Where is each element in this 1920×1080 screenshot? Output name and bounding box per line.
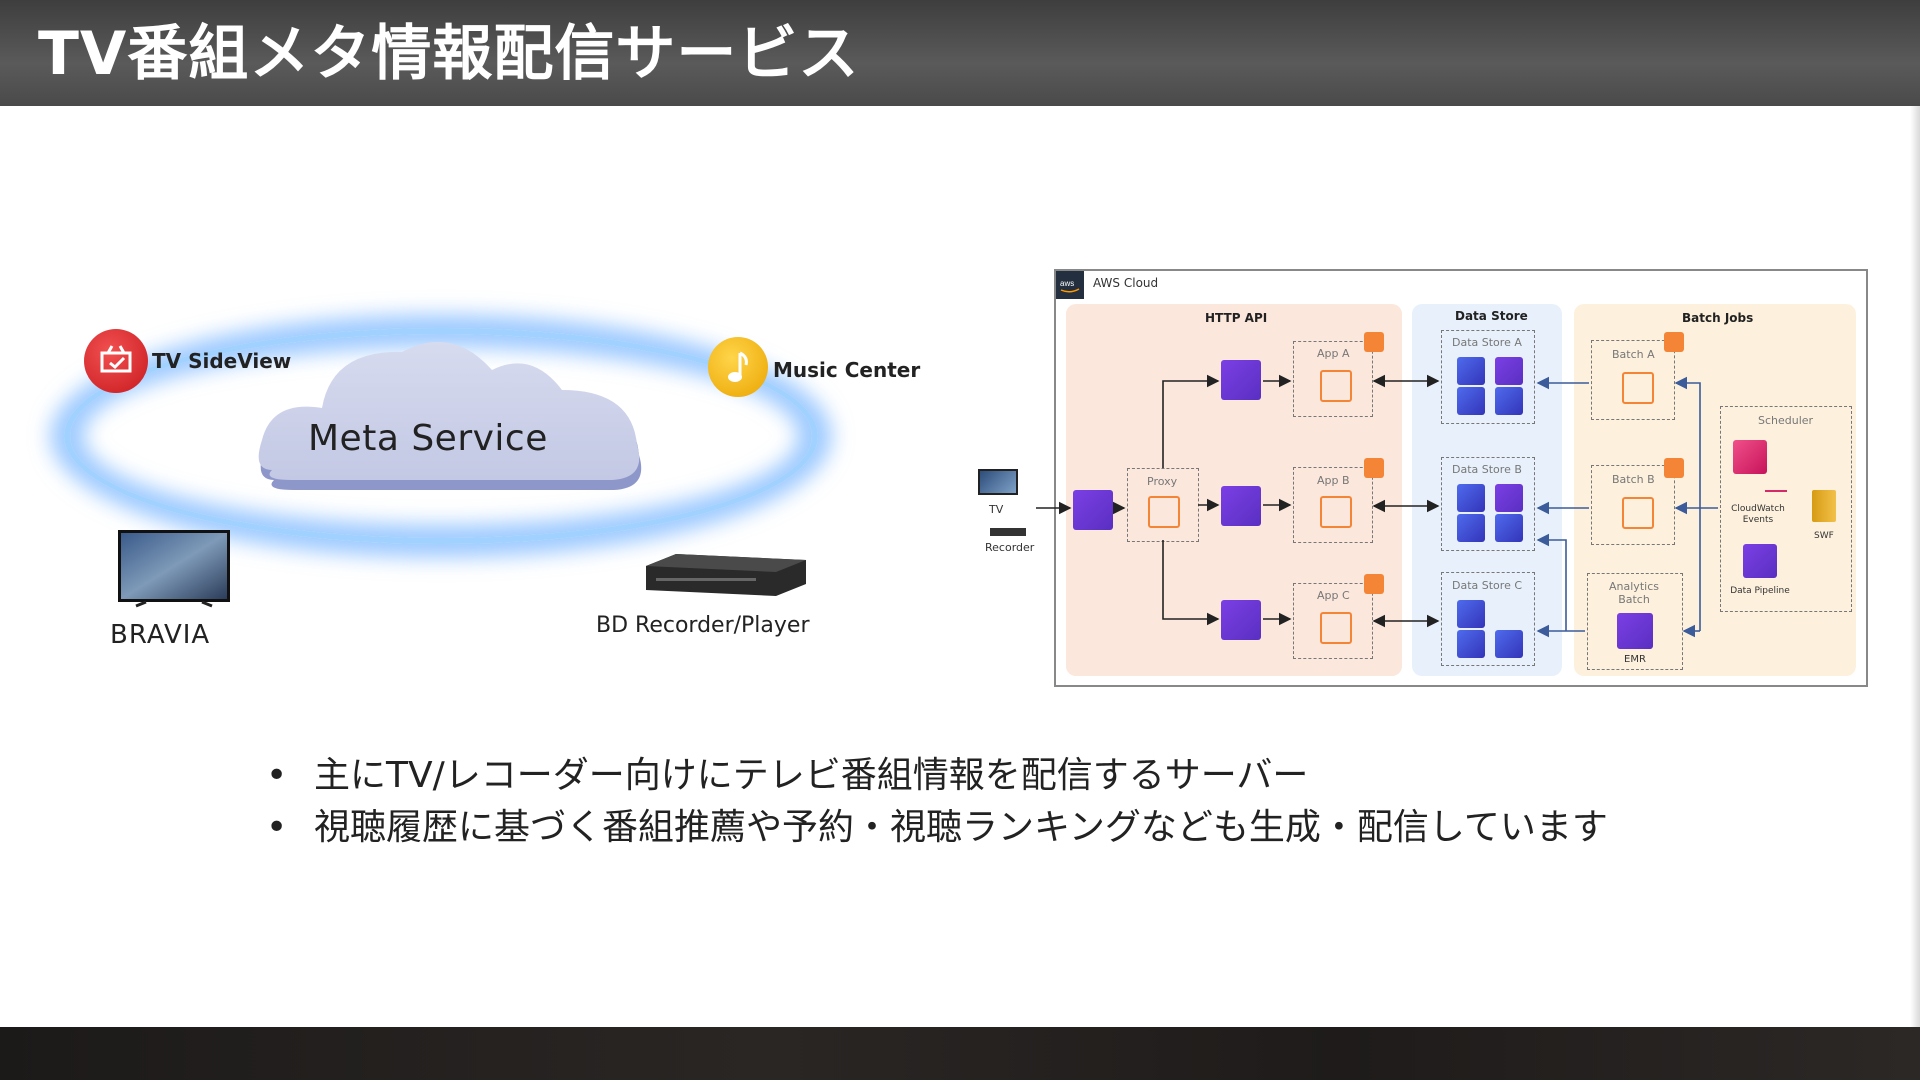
http-api-title: HTTP API [1205,311,1268,325]
meta-service-label: Meta Service [308,418,548,459]
app-a-label: App A [1317,347,1350,360]
bravia-label: BRAVIA [110,620,211,650]
app-a-badge-icon [1364,332,1384,352]
cloudwatch-chart-icon [1765,470,1787,492]
scheduler-box [1720,406,1852,612]
scheduler-label: Scheduler [1758,414,1814,427]
db-b4-icon [1495,514,1523,542]
bullet-list: 主にTV/レコーダー向けにテレビ番組情報を配信するサーバー 視聴履歴に基づく番組… [262,754,1622,858]
batch-b-compute-icon [1622,497,1654,529]
db-c3-icon [1495,630,1523,658]
analytics-batch-label: Analytics Batch [1609,580,1659,606]
app-b-badge-icon [1364,458,1384,478]
proxy-compute-icon [1148,496,1180,528]
db-b2-icon [1495,484,1523,512]
aws-cloud-title: AWS Cloud [1093,276,1159,290]
app-a-compute-icon [1320,370,1352,402]
cloud-icon [258,341,642,490]
db-a2-icon [1495,357,1523,385]
data-store-panel [1412,304,1562,676]
bd-recorder-label: BD Recorder/Player [596,613,810,638]
emr-label: EMR [1624,654,1646,665]
db-b3-icon [1457,514,1485,542]
swf-icon [1812,490,1836,522]
swf-label: SWF [1814,531,1834,541]
recorder-client-label: Recorder [985,541,1035,554]
app-b-label: App B [1317,474,1350,487]
television-icon [118,530,230,608]
data-pipeline-label: Data Pipeline [1730,586,1790,596]
db-a1-icon [1457,357,1485,385]
bd-recorder-icon [646,554,806,596]
service-halo [64,328,818,544]
app-c-label: App C [1317,589,1350,602]
data-pipeline-icon [1743,544,1777,578]
app-b-lb-icon [1221,486,1261,526]
db-c1-icon [1457,600,1485,628]
tv-client-label: TV [989,503,1004,516]
batch-b-label: Batch B [1612,473,1655,486]
data-store-c-label: Data Store C [1452,579,1523,592]
data-store-b-label: Data Store B [1452,463,1522,476]
db-a3-icon [1457,387,1485,415]
slide-title: TV番組メタ情報配信サービス [38,19,860,89]
recorder-client-icon [990,528,1026,536]
tv-sideview-icon [84,329,148,393]
batch-b-badge-icon [1664,458,1684,478]
bullet-item: 主にTV/レコーダー向けにテレビ番組情報を配信するサーバー [262,754,1622,798]
app-a-lb-icon [1221,360,1261,400]
emr-icon [1617,613,1653,649]
tv-client-icon [978,469,1018,495]
cloudwatch-events-label: CloudWatch Events [1731,504,1785,525]
app-b-compute-icon [1320,496,1352,528]
data-store-title: Data Store [1455,309,1528,323]
data-store-c-box [1441,572,1535,666]
db-c2-icon [1457,630,1485,658]
title-bar: TV番組メタ情報配信サービス [0,0,1920,106]
db-b1-icon [1457,484,1485,512]
music-center-label: Music Center [773,358,921,382]
batch-a-label: Batch A [1612,348,1655,361]
svg-text:aws: aws [1060,279,1074,288]
tv-sideview-label: TV SideView [152,349,292,373]
batch-a-badge-icon [1664,332,1684,352]
data-store-a-label: Data Store A [1452,336,1522,349]
proxy-label: Proxy [1147,475,1178,488]
app-c-badge-icon [1364,574,1384,594]
bullet-item: 視聴履歴に基づく番組推薦や予約・視聴ランキングなども生成・配信しています [262,806,1614,850]
data-store-a-box [1441,330,1535,424]
data-store-b-box [1441,457,1535,551]
batch-jobs-title: Batch Jobs [1682,311,1754,325]
cloudwatch-events-icon [1733,440,1767,474]
aws-logo-icon: aws [1056,271,1084,299]
app-c-lb-icon [1221,600,1261,640]
music-note-icon [708,337,768,397]
batch-a-compute-icon [1622,372,1654,404]
db-a4-icon [1495,387,1523,415]
footer-bar [0,1027,1920,1080]
slide-edge-shadow [1910,106,1920,1027]
load-balancer-icon [1073,490,1113,530]
app-c-compute-icon [1320,612,1352,644]
